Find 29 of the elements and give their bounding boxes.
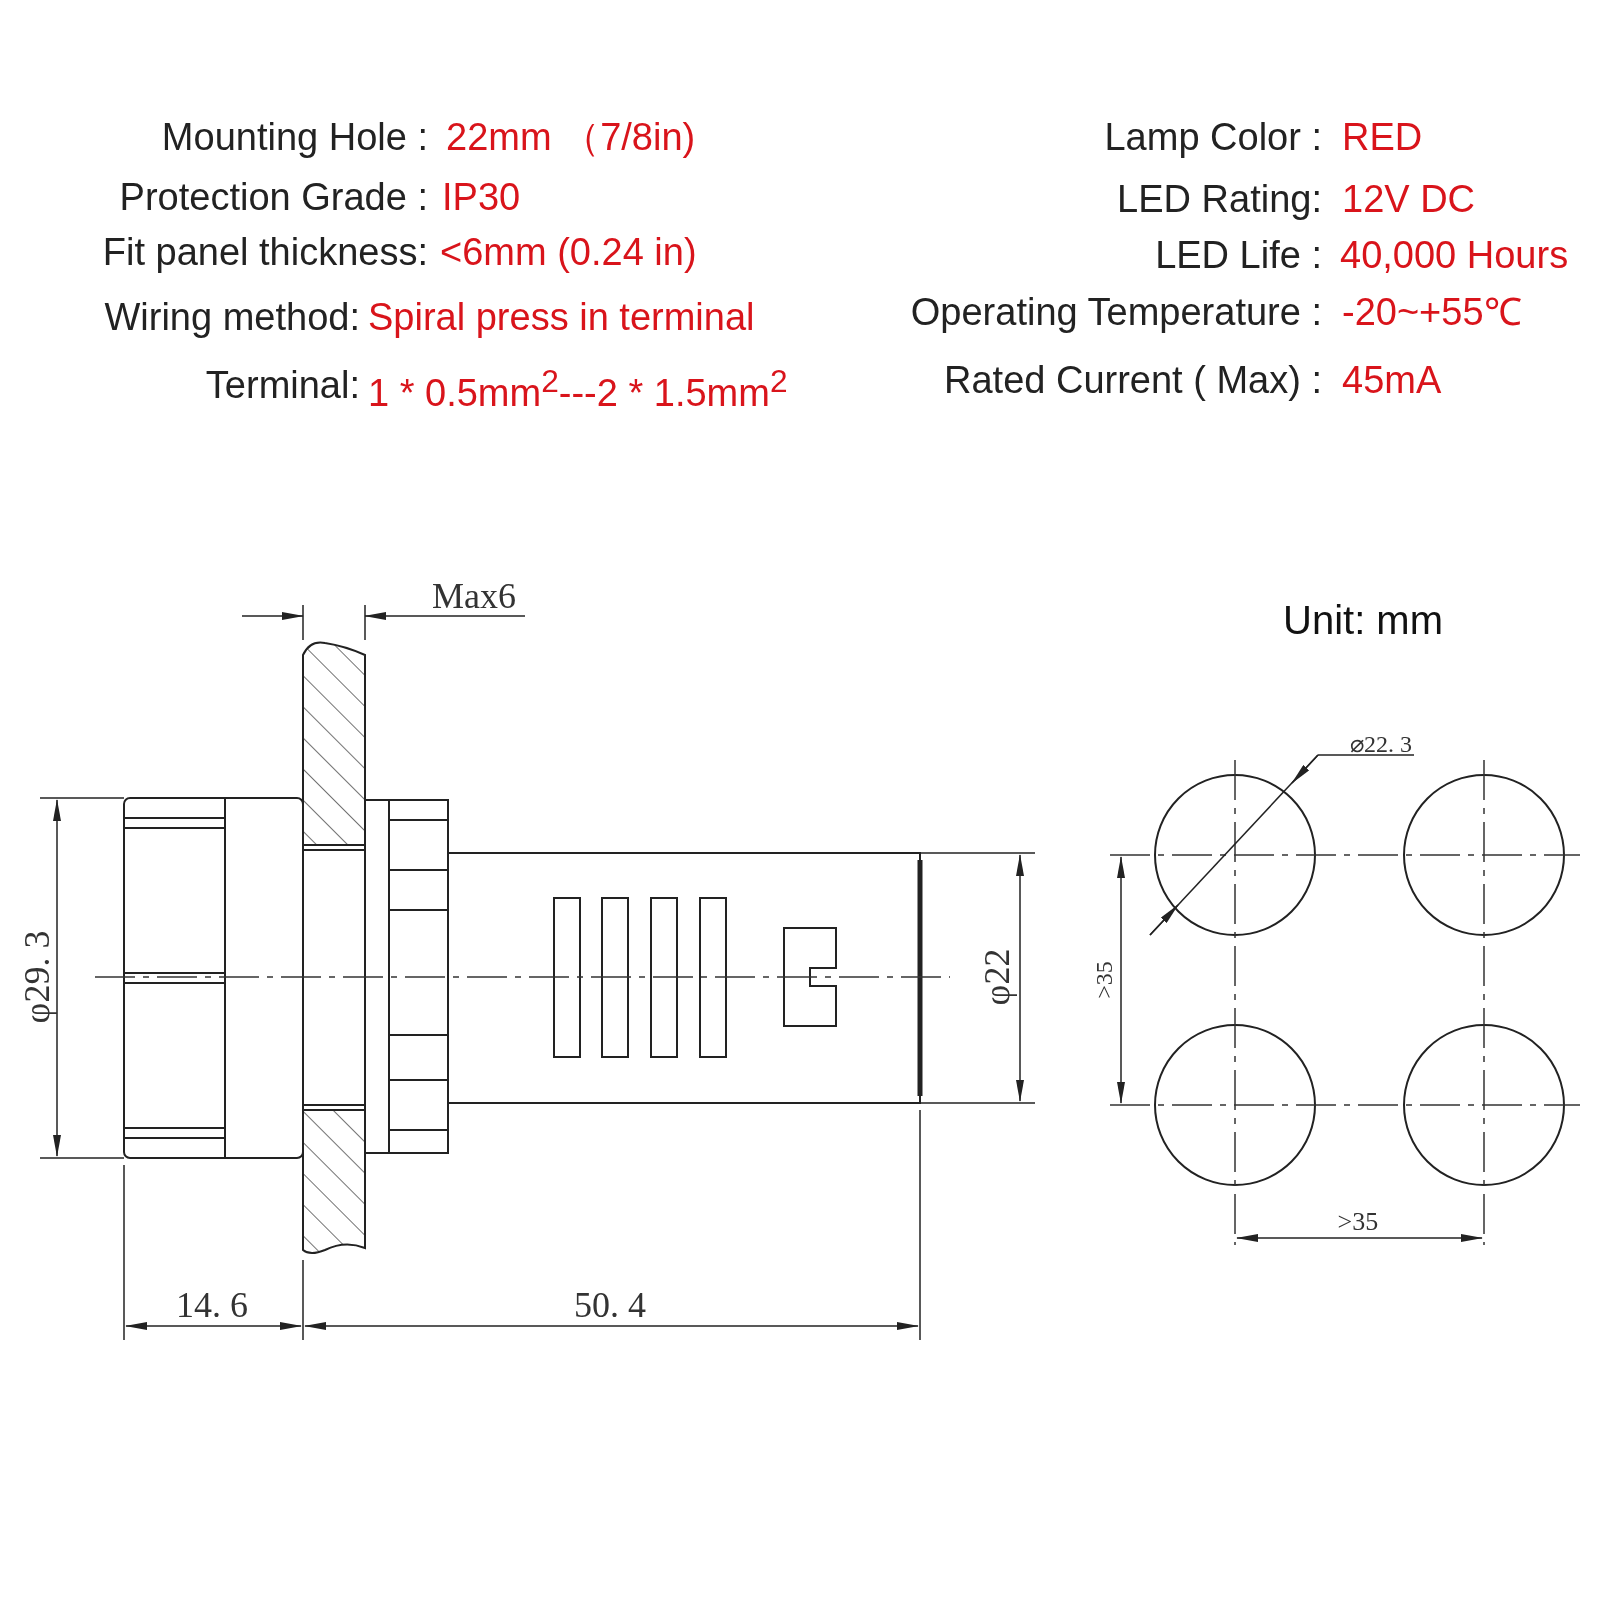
spec-label: Wiring method: <box>104 298 360 336</box>
dimension-text: Max6 <box>432 578 516 614</box>
spec-label: Rated Current ( Max) : <box>944 361 1322 399</box>
spec-label: LED Life : <box>1155 236 1322 274</box>
dimension-text: φ22 <box>978 948 1015 1006</box>
spec-value: 12V DC <box>1342 180 1476 218</box>
spec-label: Terminal: <box>205 366 360 404</box>
dimension-text: ⌀22. 3 <box>1350 732 1412 756</box>
spec-label: Fit panel thickness: <box>102 233 428 271</box>
dimension-text: φ29. 3 <box>18 930 55 1024</box>
spec-value: 1 * 0.5mm$^{2}$---2 * 1.5mm$^{2}$ <box>368 366 788 412</box>
spec-value: RED <box>1342 118 1423 156</box>
unit-note: Unit: mm <box>1283 600 1443 640</box>
spec-value: 22mm （7/8in) <box>446 118 696 156</box>
spec-value: -20~+55℃ <box>1342 293 1522 331</box>
spec-label: Mounting Hole : <box>161 118 428 156</box>
dimension-text: 50. 4 <box>574 1287 646 1323</box>
spec-label: LED Rating: <box>1117 180 1322 218</box>
spec-value: 45mA <box>1342 361 1442 399</box>
spec-label: Lamp Color : <box>1104 118 1322 156</box>
spec-label: Operating Temperature : <box>910 293 1322 331</box>
spec-value: <6mm (0.24 in) <box>440 233 697 271</box>
dimension-text: 14. 6 <box>176 1287 248 1323</box>
spec-label: Protection Grade : <box>119 178 428 216</box>
dimension-text: >35 <box>1091 961 1116 999</box>
spec-value: IP30 <box>442 178 521 216</box>
spec-value: Spiral press in terminal <box>368 298 755 336</box>
spec-value: 40,000 Hours <box>1340 236 1569 274</box>
dimension-text: >35 <box>1337 1209 1379 1235</box>
